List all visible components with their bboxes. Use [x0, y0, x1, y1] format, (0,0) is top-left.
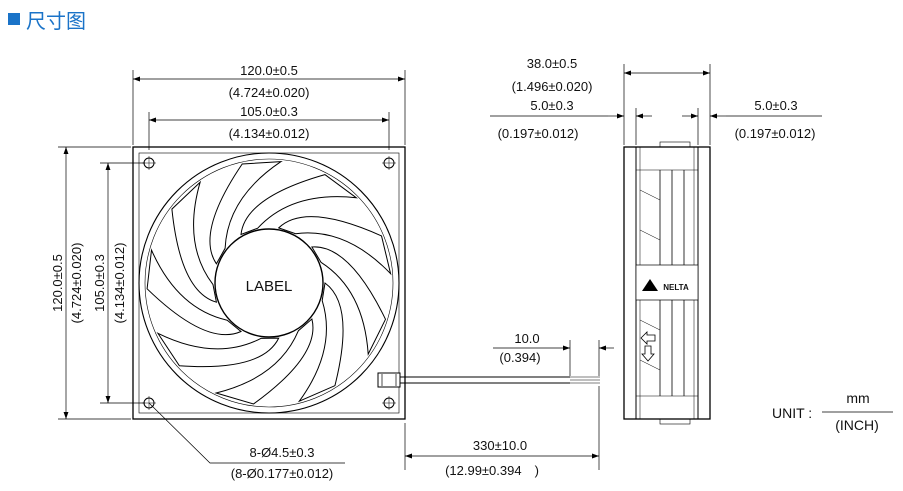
fan-shroud [138, 152, 400, 414]
flange-left-dimension-inch: (0.197±0.012) [498, 126, 579, 141]
height-dimension: 120.0±0.5 [50, 254, 65, 312]
side-dimension-texts: 38.0±0.5 (1.496±0.020) 5.0±0.3 (0.197±0.… [498, 56, 816, 141]
delta-triangle-icon [642, 279, 658, 291]
impeller-blade [156, 332, 280, 368]
airflow-arrows [640, 331, 656, 362]
impeller-blade [171, 180, 218, 303]
delta-logo: NELTA [642, 279, 689, 292]
impeller-blade [277, 216, 392, 276]
front-dimension-texts: 120.0±0.5 (4.724±0.020) 105.0±0.3 (4.134… [50, 63, 333, 481]
holes-dimension-inch: (8-Ø0.177±0.012) [231, 466, 334, 481]
width-dimension: 120.0±0.5 [240, 63, 298, 78]
unit-mm: mm [846, 390, 869, 406]
impeller-blade [214, 318, 314, 405]
airflow-arrow-icon [641, 345, 655, 362]
hole-pitch-dimension-inch: (4.134±0.012) [229, 126, 310, 141]
unit-label: UNIT : [772, 405, 812, 421]
fan-frame [132, 146, 406, 420]
front-dimensions [58, 70, 406, 464]
holes-dimension: 8-Ø4.5±0.3 [250, 445, 315, 460]
lead-length: 330±10.0 [473, 438, 527, 453]
impeller-blade [311, 246, 387, 356]
unit-legend: UNIT : mm (INCH) [772, 390, 893, 433]
lead-length-inch: (12.99±0.394 ) [445, 463, 539, 478]
impeller-blades [146, 160, 392, 405]
rotation-arrow-icon [640, 331, 656, 345]
flange-right-dimension-inch: (0.197±0.012) [735, 126, 816, 141]
strip-length-inch: (0.394) [499, 350, 540, 365]
hub-label: LABEL [246, 278, 293, 295]
flange-left-dimension: 5.0±0.3 [530, 98, 573, 113]
unit-inch: (INCH) [835, 417, 879, 433]
lead-dimension-texts: 10.0 (0.394) 330±10.0 (12.99±0.394 ) [445, 331, 541, 478]
front-view: LABEL [132, 146, 600, 420]
section-title: 尺寸图 [26, 8, 86, 33]
impeller-blade [209, 160, 283, 265]
fan-hub [214, 228, 324, 338]
hole-pitch-dimension: 105.0±0.3 [240, 104, 298, 119]
hole-pitch-v-dimension: 105.0±0.3 [92, 254, 107, 312]
width-dimension-inch: (4.724±0.020) [229, 85, 310, 100]
lead-wire [377, 372, 600, 388]
depth-dimension-inch: (1.496±0.020) [512, 79, 593, 94]
brand-logo: NELTA [663, 283, 689, 292]
fan-shroud-inner [144, 158, 394, 408]
hole-pitch-v-dimension-inch: (4.134±0.012) [112, 243, 127, 324]
side-dimensions [490, 64, 822, 145]
square-bullet-icon [8, 13, 20, 25]
section-header: 尺寸图 [8, 6, 86, 33]
side-view [623, 141, 711, 425]
lead-dimensions [404, 340, 614, 470]
height-dimension-inch: (4.724±0.020) [69, 243, 84, 324]
flange-right-dimension: 5.0±0.3 [754, 98, 797, 113]
depth-dimension: 38.0±0.5 [527, 56, 578, 71]
impeller-blade [240, 174, 358, 236]
impeller-blade [146, 248, 242, 336]
impeller-blade [297, 282, 344, 403]
strip-length: 10.0 [514, 331, 539, 346]
